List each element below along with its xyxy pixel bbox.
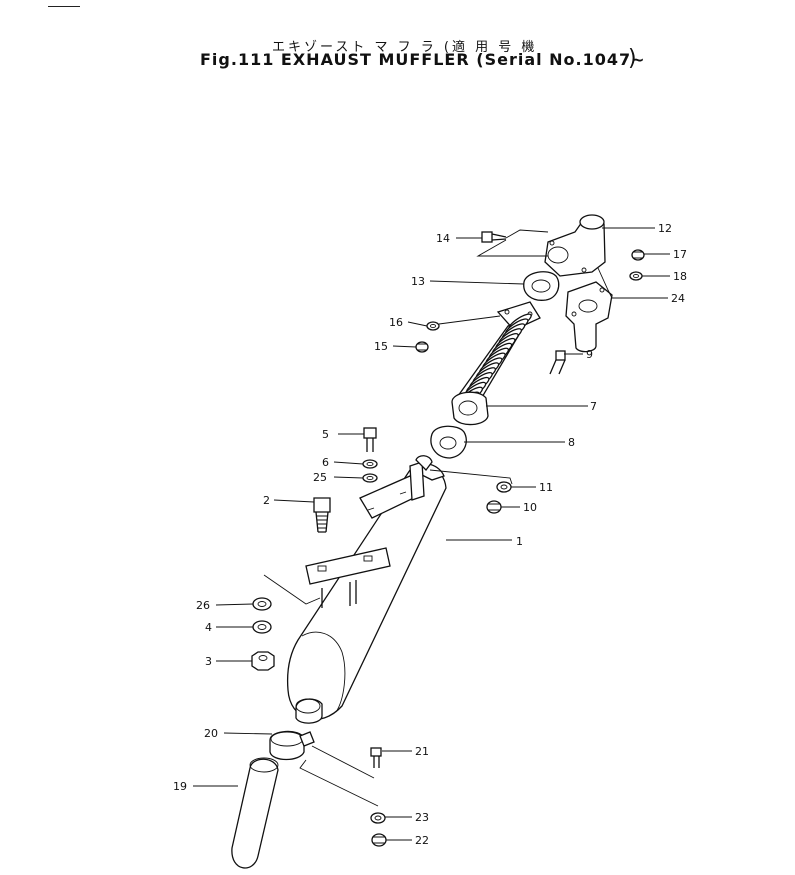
callout-24: 24 (671, 292, 685, 305)
title-close-paren: ) (628, 46, 637, 71)
callout-14: 14 (436, 232, 450, 245)
callout-1: 1 (516, 535, 523, 548)
part-bolt-9 (549, 350, 566, 375)
part-bolt-2 (313, 497, 331, 533)
part-washer-6 (362, 459, 378, 469)
figure-title: Fig.111 EXHAUST MUFFLER (Serial No.1047~ (200, 50, 646, 69)
part-washer-25 (362, 473, 378, 483)
callout-17: 17 (673, 248, 687, 261)
part-washer-23 (370, 812, 386, 824)
part-bolt-21 (370, 747, 382, 768)
callout-6: 6 (322, 456, 329, 469)
callout-16: 16 (389, 316, 403, 329)
part-mount-bracket (305, 547, 391, 608)
callout-5: 5 (322, 428, 329, 441)
callout-2: 2 (263, 494, 270, 507)
callout-4: 4 (205, 621, 212, 634)
callout-23: 23 (415, 811, 429, 824)
callout-7: 7 (590, 400, 597, 413)
callout-25: 25 (313, 471, 327, 484)
part-nut-3 (251, 651, 275, 671)
title-japanese: エキゾースト マ フ ラ (適 用 号 機 (272, 40, 538, 55)
callout-10: 10 (523, 501, 537, 514)
callout-21: 21 (415, 745, 429, 758)
callout-8: 8 (568, 436, 575, 449)
part-bolt-5 (363, 427, 377, 452)
part-washer-11 (496, 481, 512, 493)
callout-22: 22 (415, 834, 429, 847)
part-tail-pipe (231, 757, 279, 869)
callout-18: 18 (673, 270, 687, 283)
leader-lines (193, 227, 670, 841)
part-nut-10 (486, 500, 502, 514)
part-upper-bracket (359, 455, 433, 519)
part-flange-pipe (565, 281, 613, 353)
part-washer-16 (426, 321, 440, 331)
callout-13: 13 (411, 275, 425, 288)
callout-15: 15 (374, 340, 388, 353)
top-rule (48, 6, 80, 7)
part-washer-18 (629, 271, 643, 281)
callout-19: 19 (173, 780, 187, 793)
callout-labels: 1 2 3 4 5 6 7 8 9 10 11 12 13 14 15 16 1… (173, 222, 687, 847)
callout-12: 12 (658, 222, 672, 235)
part-nut-22 (371, 833, 387, 847)
part-washer-26 (252, 597, 272, 611)
part-flexible-tube (451, 301, 541, 426)
callout-9: 9 (586, 348, 593, 361)
part-nut-17 (631, 249, 645, 261)
part-bolt-14 (481, 231, 507, 243)
part-gasket-8 (430, 425, 467, 459)
callout-20: 20 (204, 727, 218, 740)
part-clamp (269, 730, 315, 761)
part-nut-15 (415, 341, 429, 353)
part-gasket-13 (523, 271, 560, 301)
callout-3: 3 (205, 655, 212, 668)
part-exhaust-elbow (544, 214, 606, 277)
callout-11: 11 (539, 481, 553, 494)
part-washer-4 (252, 620, 272, 634)
callout-26: 26 (196, 599, 210, 612)
